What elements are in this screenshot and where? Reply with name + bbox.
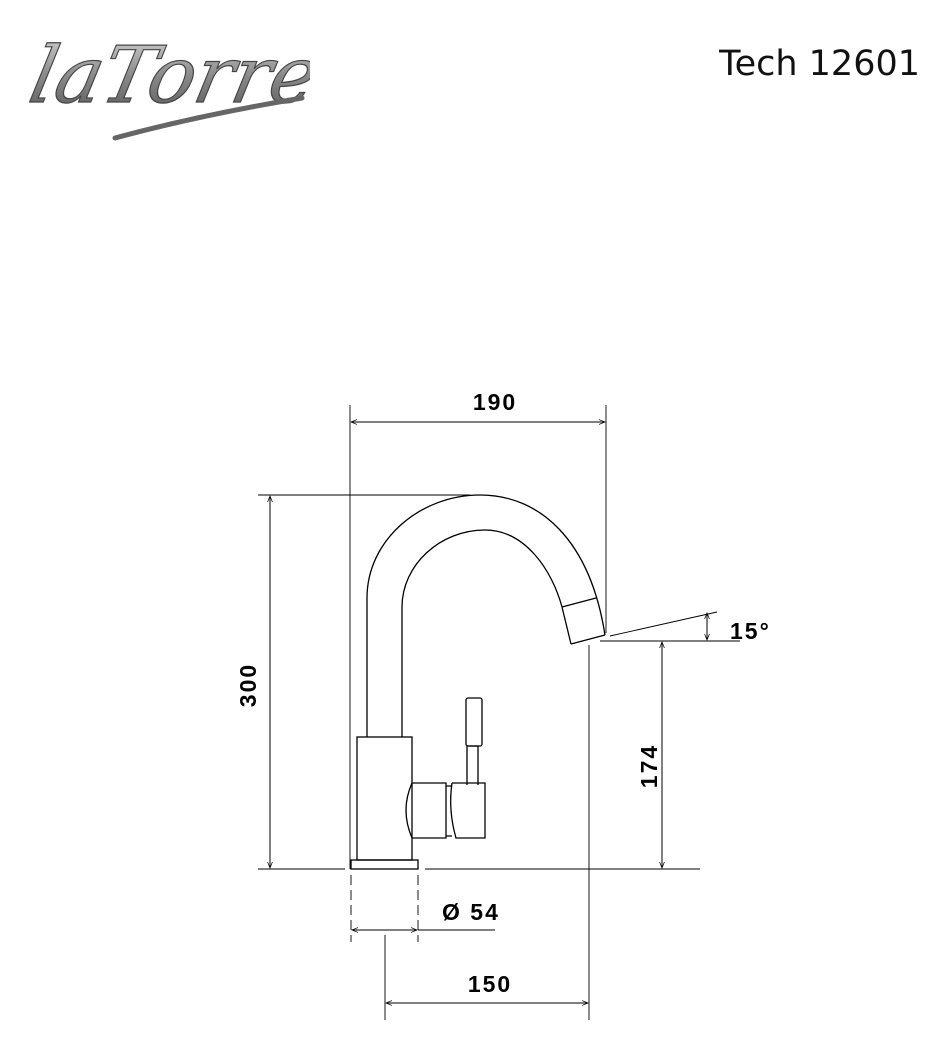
model-title: Tech 12601 bbox=[719, 44, 920, 84]
dimension-lines bbox=[267, 419, 710, 1006]
svg-text:laTorre: laTorre bbox=[22, 30, 310, 121]
faucet-outline bbox=[350, 494, 606, 870]
dim-angle-15: 15° bbox=[730, 618, 771, 644]
dim-width-190: 190 bbox=[473, 389, 517, 415]
latorre-logo: laTorre bbox=[22, 29, 310, 141]
dim-height-300: 300 bbox=[235, 663, 261, 707]
dim-spout-height-174: 174 bbox=[636, 744, 662, 788]
dim-diameter-54: Ø 54 bbox=[442, 899, 500, 925]
dim-reach-150: 150 bbox=[468, 971, 512, 997]
extension-lines bbox=[258, 405, 740, 1020]
